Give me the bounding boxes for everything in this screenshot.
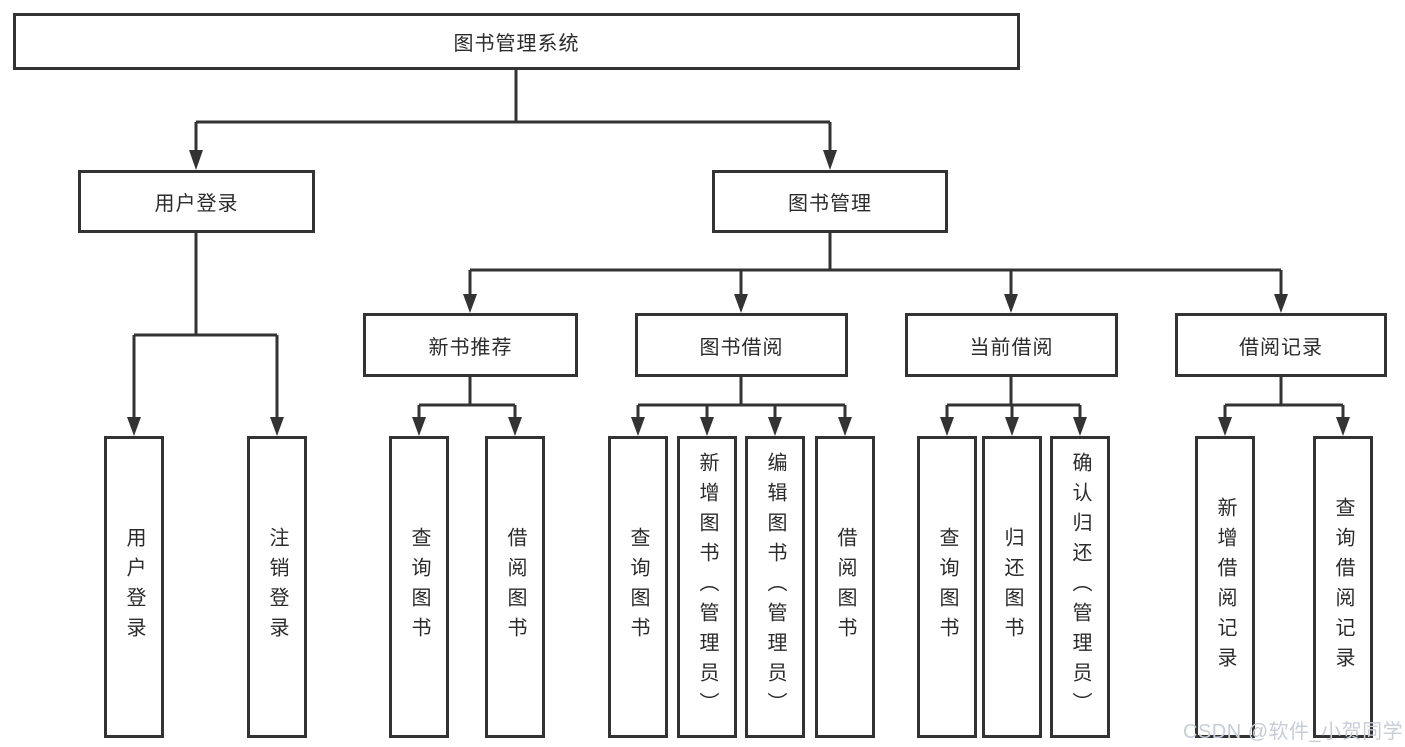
node-borrow-records-label: 借阅记录 bbox=[1239, 336, 1323, 359]
leaf-current-query-books: 查询图书 bbox=[917, 436, 977, 738]
connector-book-borrow-children bbox=[636, 377, 847, 419]
leaf-recommend-query-books-label: 查询图书 bbox=[408, 527, 430, 647]
node-book-borrow: 图书借阅 bbox=[635, 313, 848, 377]
leaf-recommend-borrow-books-label: 借阅图书 bbox=[504, 527, 526, 647]
connector-book-borrow-arrowheads bbox=[631, 417, 852, 436]
node-book-management-label: 图书管理 bbox=[788, 193, 872, 215]
leaf-current-query-books-label: 查询图书 bbox=[936, 527, 958, 647]
leaf-logout: 注销登录 bbox=[247, 436, 307, 738]
leaf-add-books-admin: 新增图书（管理员） bbox=[677, 436, 737, 738]
node-library-system-label: 图书管理系统 bbox=[453, 33, 580, 55]
node-book-management: 图书管理 bbox=[712, 170, 948, 233]
node-current-borrow: 当前借阅 bbox=[905, 313, 1118, 377]
connector-new-book-arrowheads bbox=[412, 417, 522, 436]
connector-current-borrow-children bbox=[945, 377, 1082, 419]
connector-new-book-children bbox=[417, 377, 517, 419]
connector-borrow-record-children bbox=[1223, 377, 1345, 419]
leaf-logout-label: 注销登录 bbox=[266, 527, 288, 647]
connector-user-login-children bbox=[132, 233, 279, 419]
node-book-borrow-label: 图书借阅 bbox=[699, 336, 784, 359]
leaf-confirm-return-admin: 确认归还（管理员） bbox=[1050, 436, 1110, 738]
leaf-user-login: 用户登录 bbox=[104, 436, 164, 738]
connector-current-borrow-arrowheads bbox=[940, 417, 1087, 436]
csdn-watermark: CSDN @软件_小贺同学 bbox=[1183, 721, 1404, 743]
connector-book-mgmt-arrowheads bbox=[463, 294, 1288, 313]
leaf-edit-books-admin: 编辑图书（管理员） bbox=[745, 436, 805, 738]
node-library-system: 图书管理系统 bbox=[13, 13, 1020, 70]
node-new-book-recommend: 新书推荐 bbox=[363, 313, 578, 377]
leaf-borrow-query-books: 查询图书 bbox=[608, 436, 668, 738]
leaf-edit-books-admin-label: 编辑图书（管理员） bbox=[764, 452, 786, 722]
leaf-add-books-admin-label: 新增图书（管理员） bbox=[696, 452, 718, 722]
connector-root-arrowheads bbox=[189, 150, 837, 170]
connector-borrow-record-arrowheads bbox=[1218, 417, 1350, 436]
connector-root-to-level2 bbox=[194, 70, 832, 152]
leaf-borrow-query-books-label: 查询图书 bbox=[627, 527, 649, 647]
leaf-return-books-label: 归还图书 bbox=[1001, 527, 1023, 647]
leaf-recommend-borrow-books: 借阅图书 bbox=[485, 436, 545, 738]
node-new-book-recommend-label: 新书推荐 bbox=[428, 336, 513, 359]
connector-book-mgmt-to-level3 bbox=[468, 233, 1283, 296]
node-user-login: 用户登录 bbox=[78, 170, 315, 233]
leaf-query-borrow-record: 查询借阅记录 bbox=[1313, 436, 1373, 738]
leaf-query-borrow-record-label: 查询借阅记录 bbox=[1332, 497, 1354, 677]
leaf-recommend-query-books: 查询图书 bbox=[389, 436, 449, 738]
node-current-borrow-label: 当前借阅 bbox=[969, 336, 1054, 359]
connector-user-login-arrowheads bbox=[127, 417, 284, 436]
leaf-add-borrow-record-label: 新增借阅记录 bbox=[1214, 497, 1236, 677]
leaf-user-login-label: 用户登录 bbox=[123, 527, 145, 647]
node-borrow-records: 借阅记录 bbox=[1175, 313, 1387, 377]
leaf-confirm-return-admin-label: 确认归还（管理员） bbox=[1069, 452, 1091, 722]
leaf-borrow-books-label: 借阅图书 bbox=[834, 527, 856, 647]
leaf-return-books: 归还图书 bbox=[982, 436, 1042, 738]
leaf-add-borrow-record: 新增借阅记录 bbox=[1195, 436, 1255, 738]
leaf-borrow-books: 借阅图书 bbox=[815, 436, 875, 738]
node-user-login-label: 用户登录 bbox=[154, 193, 239, 215]
